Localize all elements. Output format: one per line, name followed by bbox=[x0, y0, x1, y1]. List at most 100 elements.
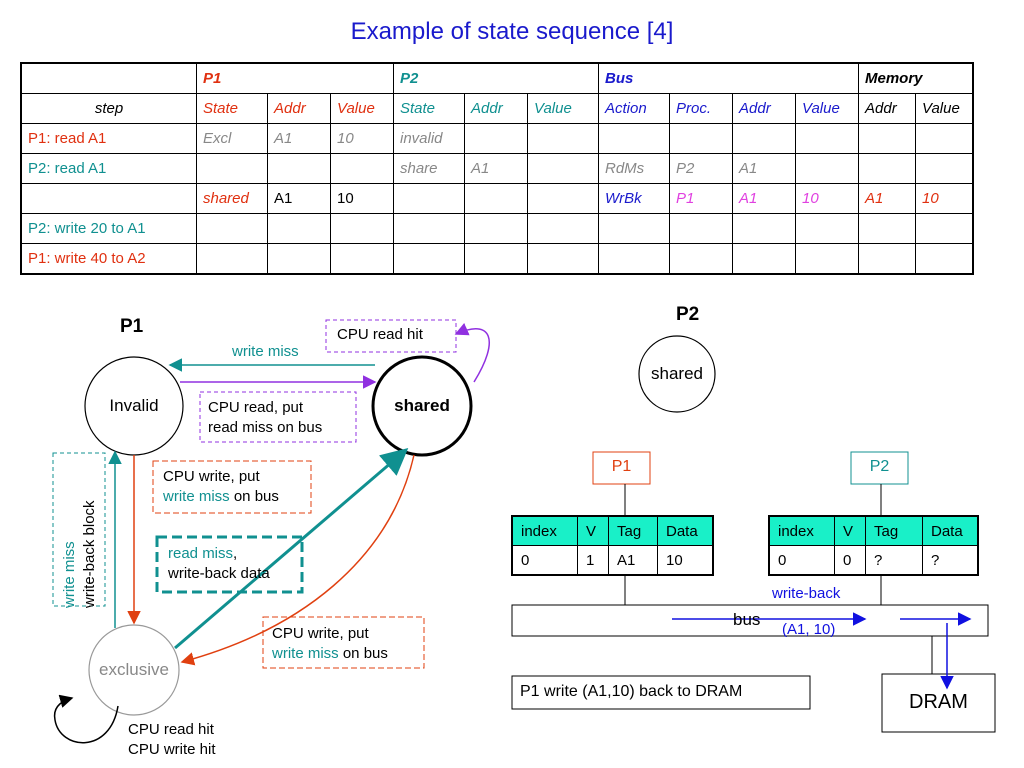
table-cell bbox=[330, 243, 394, 275]
table-cell bbox=[915, 243, 974, 275]
table-cell bbox=[267, 213, 331, 244]
state-sequence-table: P1 P2 Bus Memory step State Addr Value S… bbox=[20, 62, 974, 275]
table-cell: P1 bbox=[669, 183, 733, 214]
table-cell: A1 bbox=[464, 153, 528, 184]
table-row: P2: read A1 share A1 RdMs P2 A1 bbox=[20, 153, 974, 184]
table-row: 0 1 A1 10 bbox=[511, 545, 714, 576]
p2-title: P2 bbox=[676, 304, 700, 325]
p2-shared-state bbox=[638, 335, 716, 413]
p1-cache-label-box bbox=[592, 451, 651, 485]
table-cell: A1 bbox=[267, 183, 331, 214]
dram-label: DRAM bbox=[909, 691, 968, 713]
p2-state-header: State bbox=[393, 93, 465, 124]
table-cell: invalid bbox=[393, 123, 465, 154]
p2-value-header: Value bbox=[527, 93, 599, 124]
table-cell bbox=[598, 243, 670, 275]
table-cell bbox=[915, 213, 974, 244]
exclusive-to-shared-arrow bbox=[174, 448, 409, 650]
group-p2: P2 bbox=[393, 62, 599, 94]
step-cell: P2: read A1 bbox=[20, 153, 197, 184]
table-cell bbox=[527, 243, 599, 275]
cpu-read-hit-box bbox=[325, 319, 457, 353]
table-cell bbox=[795, 153, 859, 184]
table-cell bbox=[598, 123, 670, 154]
table-cell: 10 bbox=[915, 183, 974, 214]
bus-label: bus bbox=[733, 610, 761, 629]
table-cell bbox=[464, 123, 528, 154]
table-row: P2: write 20 to A1 bbox=[20, 213, 974, 244]
cpu-write-put-label-a: CPU write, put write miss on bus bbox=[163, 468, 279, 505]
cpu-read-box bbox=[199, 391, 357, 443]
write-miss-vert-box bbox=[52, 452, 106, 607]
write-miss-label: write miss bbox=[232, 343, 299, 360]
cpu-read-put-label: CPU read, put read miss on bus bbox=[208, 399, 323, 436]
table-cell bbox=[915, 123, 974, 154]
table-cell: Excl bbox=[196, 123, 268, 154]
cpu-write-put-label-b: CPU write, put write miss on bus bbox=[272, 625, 388, 662]
p2-cache-label-box bbox=[850, 451, 909, 485]
p1-value-header: Value bbox=[330, 93, 394, 124]
p2-addr-header: Addr bbox=[464, 93, 528, 124]
write-back-value-label: (A1, 10) bbox=[782, 621, 836, 638]
table-cell: RdMs bbox=[598, 153, 670, 184]
bus-action-header: Action bbox=[598, 93, 670, 124]
table-cell bbox=[858, 123, 916, 154]
table-row: 0 0 ? ? bbox=[768, 545, 979, 576]
read-miss-label: read miss, write-back data bbox=[168, 545, 270, 582]
exclusive-hit-loop bbox=[53, 694, 119, 744]
p1-addr-header: Addr bbox=[267, 93, 331, 124]
table-cell bbox=[915, 153, 974, 184]
p2-shared-label: shared bbox=[651, 364, 703, 383]
shared-to-exclusive-arrow bbox=[180, 454, 415, 666]
mem-value-header: Value bbox=[915, 93, 974, 124]
table-cell bbox=[330, 213, 394, 244]
step-cell: P1: read A1 bbox=[20, 123, 197, 154]
exclusive-label: exclusive bbox=[99, 660, 169, 679]
table-row: P1: write 40 to A2 bbox=[20, 243, 974, 275]
exclusive-hit-label: CPU read hit CPU write hit bbox=[128, 721, 216, 758]
step-cell: P2: write 20 to A1 bbox=[20, 213, 197, 244]
table-cell bbox=[858, 153, 916, 184]
table-row: shared A1 10 WrBk P1 A1 10 A1 10 bbox=[20, 183, 974, 214]
p2-cache-label: P2 bbox=[869, 458, 890, 475]
shared-label: shared bbox=[394, 396, 450, 415]
subheader-row: step State Addr Value State Addr Value A… bbox=[20, 93, 974, 124]
mem-addr-header: Addr bbox=[858, 93, 916, 124]
table-cell bbox=[464, 243, 528, 275]
table-cell: 10 bbox=[795, 183, 859, 214]
dram-box bbox=[881, 673, 996, 733]
p1-fsm-title: P1 bbox=[120, 316, 144, 337]
table-cell: 10 bbox=[330, 183, 394, 214]
table-cell bbox=[196, 243, 268, 275]
read-miss-box bbox=[155, 535, 304, 594]
write-miss-vert-label: write miss write-back block bbox=[61, 500, 98, 608]
table-cell bbox=[464, 213, 528, 244]
p1-cache-label: P1 bbox=[611, 458, 632, 475]
table-row: P1: read A1 Excl A1 10 invalid bbox=[20, 123, 974, 154]
table-cell bbox=[527, 153, 599, 184]
table-cell bbox=[527, 213, 599, 244]
group-memory: Memory bbox=[858, 62, 974, 94]
table-cell bbox=[393, 243, 465, 275]
bus-box bbox=[511, 604, 989, 637]
table-cell bbox=[732, 123, 796, 154]
p1-cache-table: index V Tag Data 0 1 A1 10 bbox=[511, 515, 714, 576]
group-p1: P1 bbox=[196, 62, 394, 94]
writeback-note: P1 write (A1,10) back to DRAM bbox=[520, 683, 743, 700]
table-cell bbox=[598, 213, 670, 244]
bus-proc-header: Proc. bbox=[669, 93, 733, 124]
table-cell bbox=[858, 243, 916, 275]
p2-cache-table: index V Tag Data 0 0 ? ? bbox=[768, 515, 979, 576]
table-cell bbox=[858, 213, 916, 244]
table-cell bbox=[795, 213, 859, 244]
table-cell bbox=[669, 243, 733, 275]
cpu-read-hit-shared-label: CPU read hit bbox=[337, 326, 423, 343]
shared-state bbox=[371, 355, 473, 457]
cpu-write-box-b bbox=[262, 616, 425, 669]
table-cell bbox=[795, 243, 859, 275]
invalid-label: Invalid bbox=[109, 396, 159, 415]
slide-title: Example of state sequence [4] bbox=[350, 18, 674, 45]
cpu-write-box-a bbox=[152, 460, 312, 514]
shared-read-hit-loop bbox=[454, 322, 490, 383]
